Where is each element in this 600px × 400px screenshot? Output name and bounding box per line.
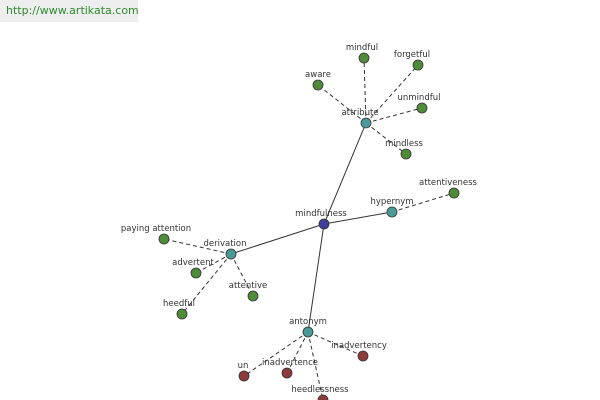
label-mindfulness[interactable]: mindfulness [295,209,347,219]
edge-derivation-heedful [181,253,232,315]
node-mindfulness[interactable] [318,218,330,230]
node-inadvertency[interactable] [357,350,369,362]
label-aware[interactable]: aware [305,70,331,80]
node-attribute[interactable] [360,117,372,129]
node-forgetful[interactable] [412,59,424,71]
edge-derivation-paying-attention [163,238,232,255]
node-aware[interactable] [312,79,324,91]
site-url[interactable]: http://www.artikata.com [6,4,139,17]
edge-antonym-un [243,331,309,377]
edge-antonym-inadvertency [307,331,364,357]
label-attribute[interactable]: attribute [341,108,378,118]
node-heedful[interactable] [176,308,188,320]
label-heedful[interactable]: heedful [163,299,195,309]
edge-antonym-heedlessness [307,331,324,400]
node-unmindful[interactable] [416,102,428,114]
edge-attribute-forgetful [365,64,419,124]
url-banner: http://www.artikata.com [0,0,139,22]
node-attentive[interactable] [247,290,259,302]
label-mindless[interactable]: mindless [385,139,423,149]
edge-derivation-attentive [230,253,254,297]
label-inadvertence[interactable]: inadvertence [262,358,318,368]
label-unmindful[interactable]: unmindful [398,93,441,103]
label-mindful[interactable]: mindful [346,43,378,53]
label-un[interactable]: un [238,361,249,371]
node-heedlessness[interactable] [317,394,329,400]
node-advertent[interactable] [190,267,202,279]
label-inadvertency[interactable]: inadvertency [331,341,387,351]
label-attentiveness[interactable]: attentiveness [419,178,477,188]
edge-mindfulness-attribute [323,122,367,225]
label-heedlessness[interactable]: heedlessness [291,385,349,395]
edge-mindfulness-derivation [230,223,325,255]
label-antonym[interactable]: antonym [289,317,327,327]
node-mindful[interactable] [358,52,370,64]
edge-attribute-mindful [363,57,367,124]
label-derivation[interactable]: derivation [203,239,246,249]
node-attentiveness[interactable] [448,187,460,199]
edge-hypernym-attentiveness [391,192,455,213]
edge-attribute-aware [317,84,367,124]
node-un[interactable] [238,370,250,382]
node-antonym[interactable] [302,326,314,338]
edge-attribute-unmindful [365,107,423,124]
edge-antonym-inadvertence [286,331,309,374]
node-hypernym[interactable] [386,206,398,218]
node-inadvertence[interactable] [281,367,293,379]
label-attentive[interactable]: attentive [229,281,267,291]
node-derivation[interactable] [225,248,237,260]
node-mindless[interactable] [400,148,412,160]
edge-attribute-mindless [365,122,407,155]
label-forgetful[interactable]: forgetful [394,50,430,60]
label-advertent[interactable]: advertent [172,258,214,268]
label-hypernym[interactable]: hypernym [370,197,413,207]
edge-mindfulness-antonym [307,223,325,333]
edge-mindfulness-hypernym [323,211,393,225]
node-paying-attention[interactable] [158,233,170,245]
label-paying-attention[interactable]: paying attention [121,224,191,234]
